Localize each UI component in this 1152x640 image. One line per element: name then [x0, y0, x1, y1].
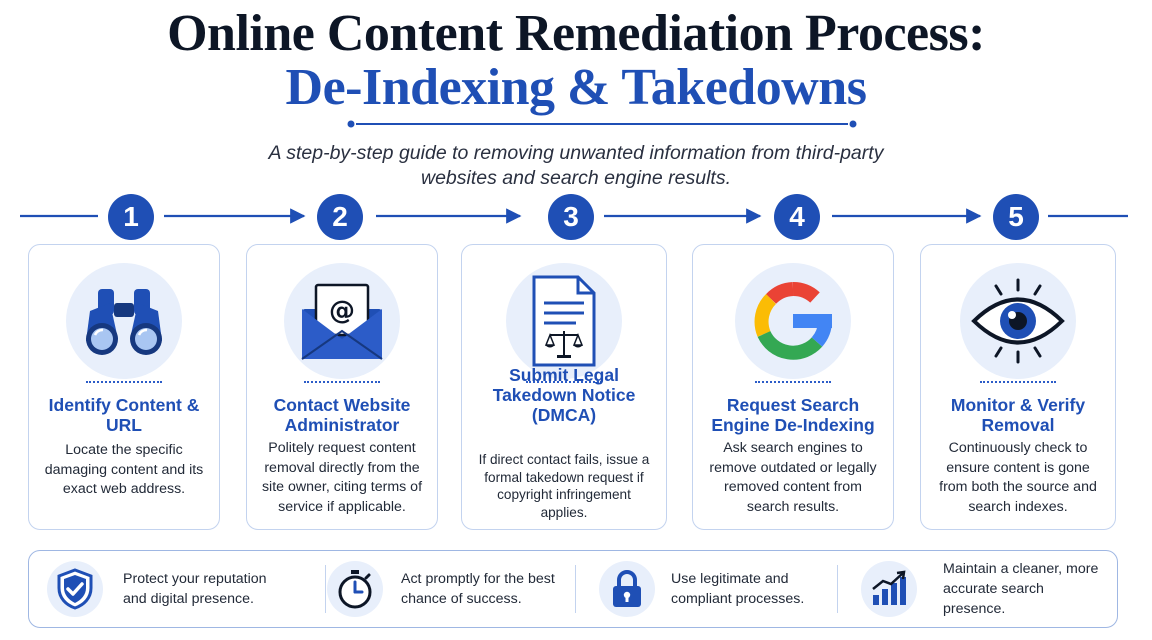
- step-description: Politely request content removal directl…: [261, 440, 423, 515]
- benefit-text: Protect your reputation and digital pres…: [123, 571, 267, 607]
- dotted-separator: [304, 381, 380, 383]
- step-card-4: Request Search Engine De-Indexing Ask se…: [692, 244, 894, 530]
- benefit-divider: [325, 565, 326, 613]
- benefit-icon-circle: [599, 561, 655, 617]
- benefit-text: Maintain a cleaner, more accurate search…: [943, 561, 1099, 617]
- benefits-bar: Protect your reputation and digital pres…: [28, 550, 1118, 628]
- benefit-icon-circle: [47, 561, 103, 617]
- benefit-divider: [837, 565, 838, 613]
- step-icon-circle: [960, 263, 1076, 379]
- dotted-separator: [980, 381, 1056, 383]
- step-icon-circle: [506, 263, 622, 379]
- benefit-icon-circle: [327, 561, 383, 617]
- svg-text:@: @: [329, 296, 355, 326]
- step-number-4: 4: [774, 194, 820, 240]
- process-flow-line: [20, 208, 1128, 224]
- step-card-3: Submit Legal Takedown Notice (DMCA) If d…: [461, 244, 667, 530]
- step-number-1: 1: [108, 194, 154, 240]
- dotted-separator: [526, 381, 602, 383]
- step-description: If direct contact fails, issue a formal …: [478, 452, 650, 520]
- dotted-separator: [86, 381, 162, 383]
- dotted-separator: [755, 381, 831, 383]
- benefit-text: Use legitimate and compliant processes.: [671, 571, 805, 607]
- shield-check-icon: [57, 568, 93, 610]
- step-icon-circle: [735, 263, 851, 379]
- step-title: Submit Legal Takedown Notice (DMCA): [492, 365, 636, 425]
- benefit-text: Act promptly for the best chance of succ…: [401, 571, 555, 607]
- step-card-1: Identify Content & URL Locate the specif…: [28, 244, 220, 530]
- step-icon-circle: [66, 263, 182, 379]
- step-card-2: @ Contact Website Administrator Politely…: [246, 244, 438, 530]
- page-title-line2: De-Indexing & Takedowns: [285, 59, 867, 116]
- step-card-5: Monitor & Verify Removal Continuously ch…: [920, 244, 1116, 530]
- page-subtitle: A step-by-step guide to removing unwante…: [268, 142, 884, 189]
- email-envelope-icon: @: [301, 283, 383, 360]
- benefit-icon-circle: [861, 561, 917, 617]
- step-number-5: 5: [993, 194, 1039, 240]
- step-description: Locate the specific damaging content and…: [44, 442, 204, 497]
- stopwatch-icon: [338, 570, 372, 609]
- step-icon-circle: @: [284, 263, 400, 379]
- step-title: Contact Website Administrator: [273, 395, 411, 435]
- step-title: Request Search Engine De-Indexing: [711, 395, 875, 435]
- google-logo-icon: [754, 282, 832, 360]
- step-description: Ask search engines to remove outdated or…: [709, 440, 877, 515]
- legal-document-icon: [532, 275, 596, 367]
- padlock-icon: [613, 570, 641, 607]
- step-title: Monitor & Verify Removal: [950, 395, 1086, 435]
- binoculars-icon: [86, 289, 162, 355]
- bar-chart-growth-icon: [872, 570, 906, 605]
- page-title-line1: Online Content Remediation Process:: [167, 5, 985, 62]
- step-number-3: 3: [548, 194, 594, 240]
- step-description: Continuously check to ensure content is …: [939, 440, 1097, 515]
- step-title: Identify Content & URL: [48, 395, 200, 435]
- step-number-2: 2: [317, 194, 363, 240]
- eye-icon: [971, 278, 1065, 364]
- benefit-divider: [575, 565, 576, 613]
- title-divider: [347, 120, 857, 128]
